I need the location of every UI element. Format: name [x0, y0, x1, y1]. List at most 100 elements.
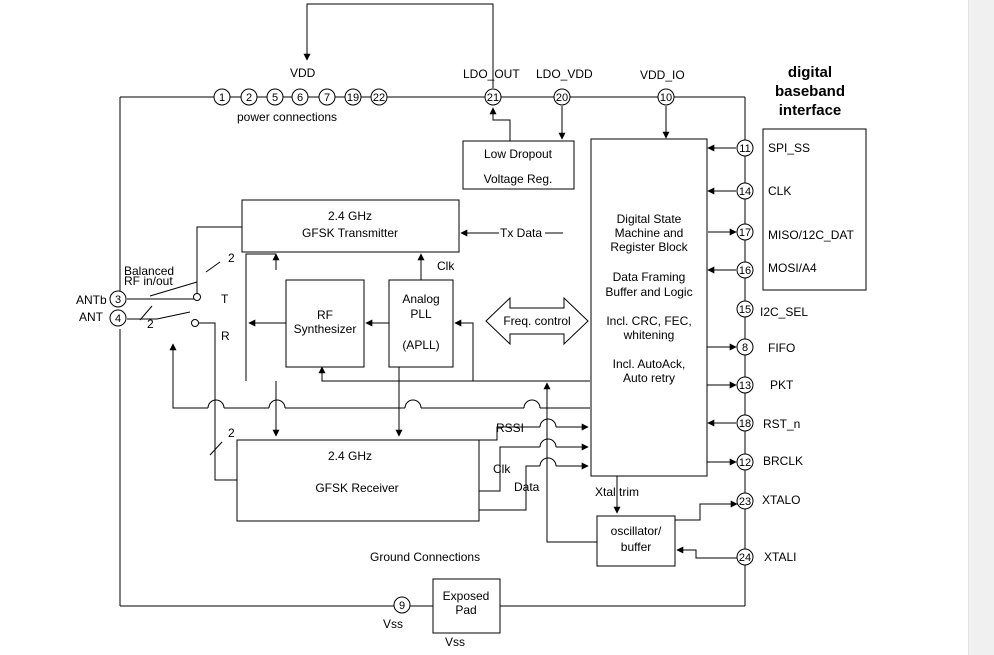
- ldo-vdd-pin-circle: [553, 88, 571, 106]
- tx-feedback-wire: [245, 253, 277, 381]
- signal-pin-13-number: 13: [739, 380, 751, 392]
- xtal-trim-label: Xtal trim: [595, 485, 639, 499]
- fifo-label: FIFO: [768, 341, 795, 355]
- xtali-wire: [676, 546, 745, 559]
- switch-ctrl-wire: [173, 344, 590, 409]
- hop-3: [404, 399, 422, 409]
- power-connections-label: power connections: [237, 110, 337, 124]
- signal-pin-23-number: 23: [739, 496, 751, 508]
- signal-pin-12-circle: [736, 453, 754, 471]
- balanced-line1: Balanced: [124, 264, 174, 278]
- bus-slash-rx: [209, 441, 223, 456]
- sm-line-5: Incl. CRC, FEC,: [606, 314, 691, 328]
- pll-line3: (APLL): [402, 338, 439, 352]
- clk-label: CLK: [768, 184, 791, 198]
- baseband-pin-16-number: 16: [739, 265, 751, 277]
- sm-line-7: Incl. AutoAck,: [613, 357, 686, 371]
- vdd-pin-7-circle: [318, 88, 336, 106]
- clk-top-label: Clk: [437, 259, 455, 273]
- sm-line-6: whitening: [623, 328, 675, 342]
- synth-line2: Synthesizer: [294, 322, 357, 336]
- freq-control-label: Freq. control: [503, 314, 570, 328]
- ldo-block: [462, 140, 575, 190]
- t-label: T: [221, 292, 229, 306]
- vss-pin-label: Vss: [383, 617, 403, 631]
- synth-line1: RF: [317, 308, 333, 322]
- pll-line2: PLL: [410, 307, 432, 321]
- brclk-label: BRCLK: [763, 454, 803, 468]
- baseband-pin-14-circle: [736, 182, 754, 200]
- signal-pin-18-circle: [736, 414, 754, 432]
- ldo-line2: Voltage Reg.: [484, 172, 553, 186]
- vdd-io-label: VDD_IO: [640, 68, 685, 82]
- hop-2: [268, 399, 286, 409]
- signal-pin-15-circle: [736, 300, 754, 318]
- signal-pin-8-number: 8: [742, 342, 748, 354]
- antb-line: [127, 226, 242, 300]
- vdd-pin-5-number: 5: [272, 92, 278, 104]
- bus-width-sw: 2: [147, 317, 154, 331]
- clk-rx-wire: [479, 447, 588, 492]
- ldo-vdd-label: LDO_VDD: [536, 67, 593, 81]
- xtalo-wire: [675, 500, 738, 521]
- vdd-pin-7-number: 7: [324, 92, 330, 104]
- signal-pin-18-number: 18: [739, 418, 751, 430]
- vdd-pin-2-circle: [240, 88, 258, 106]
- sm-line-8: Auto retry: [623, 371, 675, 385]
- mosi-label: MOSI/A4: [768, 261, 817, 275]
- baseband-title-3: interface: [779, 102, 842, 119]
- antb-pin-circle: [109, 290, 127, 308]
- signal-pin-8-circle: [736, 338, 754, 356]
- sw-switch-arm: [156, 311, 191, 320]
- hop-6: [539, 438, 557, 448]
- baseband-pin-17-circle: [736, 223, 754, 241]
- rst-n-label: RST_n: [763, 417, 800, 431]
- signal-pin-12-number: 12: [739, 457, 751, 469]
- ldo-out-pin-circle: [484, 88, 502, 106]
- vdd-pin-6-circle: [291, 88, 309, 106]
- antb-pin-number: 3: [115, 294, 121, 306]
- sm-line-3: Data Framing: [613, 270, 686, 284]
- ant-pin-circle: [109, 309, 127, 327]
- vdd-label: VDD: [290, 66, 316, 80]
- oscillator-block: [596, 515, 676, 567]
- vss-pin-circle: [393, 596, 411, 614]
- vss-pin-number: 9: [399, 600, 405, 612]
- data-rx-label: Data: [514, 480, 540, 494]
- sm-line-2: Register Block: [610, 240, 688, 254]
- vdd-pin-5-circle: [266, 88, 284, 106]
- hop-5: [539, 418, 557, 428]
- vdd-pin-19-circle: [344, 88, 362, 106]
- bus-width-rx: 2: [228, 426, 235, 440]
- pad-line1: Exposed: [443, 589, 490, 603]
- freq-to-pll: [454, 319, 474, 381]
- baseband-pin-16-circle: [736, 261, 754, 279]
- data-rx-wire: [479, 466, 588, 511]
- vdd-pin-1-circle: [213, 88, 231, 106]
- ant-pin-number: 4: [115, 313, 121, 325]
- vdd-pin-6-number: 6: [297, 92, 303, 104]
- r-label: R: [221, 329, 230, 343]
- hop-7: [539, 457, 557, 467]
- t-switch-arm: [149, 281, 198, 297]
- pll-line1: Analog: [402, 292, 439, 306]
- vdd-io-pin-circle: [657, 88, 675, 106]
- state-machine-text: Digital State Machine and Register Block…: [605, 212, 692, 385]
- hop-4: [523, 399, 541, 409]
- baseband-title-2: baseband: [775, 83, 845, 100]
- xtali-label: XTALI: [764, 550, 796, 564]
- ldo-out-wire: [489, 107, 511, 141]
- ldo-feedback-wire: [303, 3, 494, 88]
- bus-slash-tx: [205, 261, 221, 273]
- baseband-pin-14-number: 14: [739, 186, 751, 198]
- rssi-wire: [479, 427, 588, 441]
- tx-line1: 2.4 GHz: [328, 209, 372, 223]
- pad-vss: Vss: [445, 635, 465, 649]
- hop-1: [207, 399, 225, 409]
- vertical-scrollbar[interactable]: [968, 0, 994, 655]
- balanced-line2: RF in/out: [124, 274, 173, 288]
- exposed-pad-block: [432, 578, 501, 634]
- signal-pin-24-circle: [736, 548, 754, 566]
- vdd-pin-19-number: 19: [347, 92, 359, 104]
